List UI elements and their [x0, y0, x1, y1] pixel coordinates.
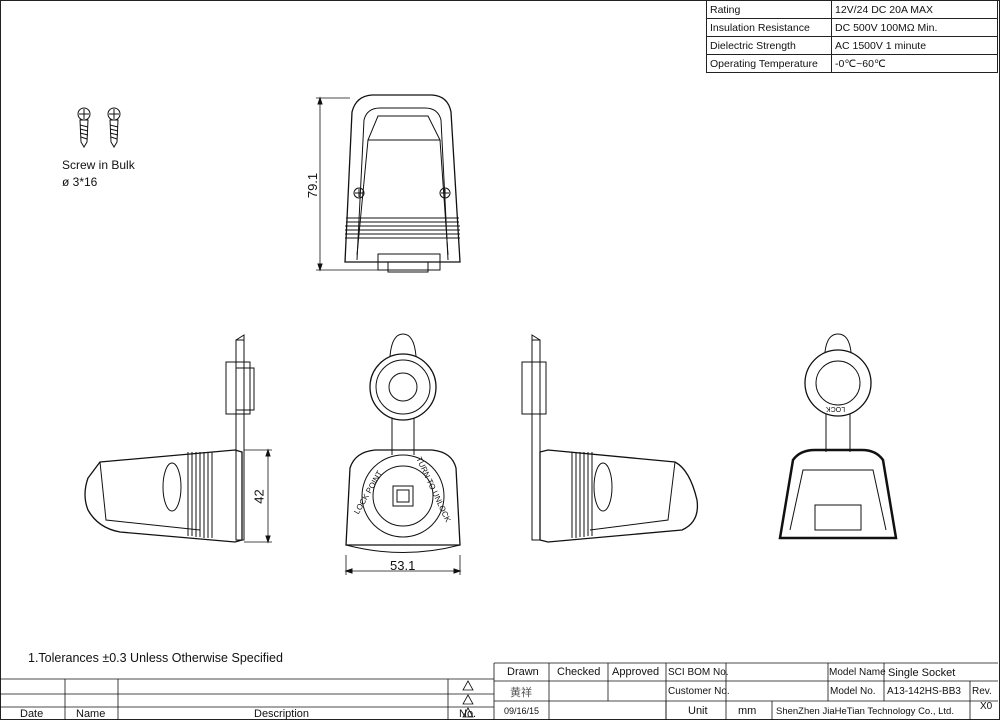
- drawn-header: Drawn: [507, 666, 539, 678]
- drawing-date: 09/16/15: [504, 706, 540, 716]
- model-no-label: Model No.: [830, 686, 876, 697]
- screw-size: ø 3*16: [62, 175, 98, 189]
- dim-width-front: 53.1: [390, 558, 416, 573]
- top-view: [316, 94, 461, 273]
- customer-no-label: Customer No.: [668, 686, 730, 697]
- checked-header: Checked: [557, 666, 601, 678]
- approved-header: Approved: [612, 666, 660, 678]
- screw-title: Screw in Bulk: [62, 158, 135, 172]
- dim-height-top: 79.1: [305, 172, 321, 199]
- model-name-label: Model Name: [829, 667, 886, 678]
- unit-label: Unit: [688, 705, 708, 717]
- rev-no-header: No.: [459, 708, 477, 720]
- rear-lock-text: LOCK: [826, 405, 846, 412]
- spec-row: Operating Temperature-0℃~60℃: [706, 54, 998, 73]
- screw-icon: [77, 107, 121, 148]
- company-name: ShenZhen JiaHeTian Technology Co., Ltd.: [776, 706, 954, 717]
- drawn-by: 黄祥: [510, 687, 532, 699]
- rev-date-header: Date: [20, 708, 44, 720]
- dim-height-side: 42: [251, 489, 267, 504]
- rev-label: Rev.: [972, 686, 992, 697]
- rear-view: [778, 333, 898, 540]
- rev-value: X0: [980, 701, 993, 712]
- rev-desc-header: Description: [254, 708, 310, 720]
- front-view: [344, 333, 462, 575]
- rev-name-header: Name: [76, 708, 106, 720]
- left-side-view: [84, 334, 272, 544]
- title-block: [493, 662, 998, 720]
- model-no-value: A13-142HS-BB3: [887, 686, 961, 697]
- unit-value: mm: [738, 705, 757, 717]
- model-name-value: Single Socket: [888, 667, 956, 679]
- right-side-view: [521, 334, 699, 543]
- revision-table: [0, 678, 494, 720]
- sci-bom-label: SCI BOM No.: [668, 667, 729, 678]
- tolerance-note: 1.Tolerances ±0.3 Unless Otherwise Speci…: [28, 651, 283, 665]
